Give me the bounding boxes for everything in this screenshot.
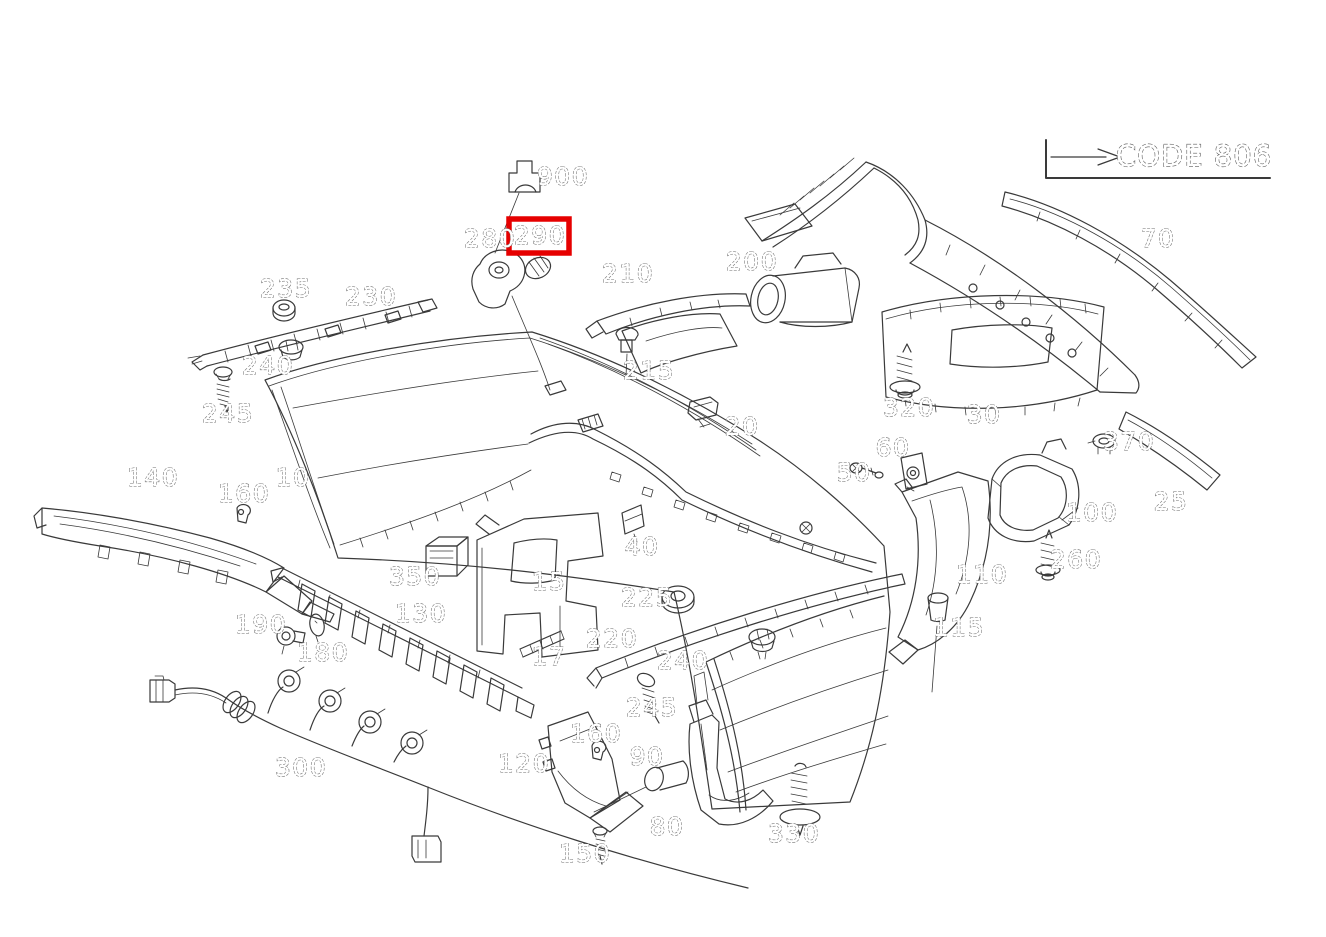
pin-115-drawing [927, 592, 949, 693]
highlight-box-290 [506, 216, 572, 256]
part-label-10[interactable]: 10 [275, 462, 311, 492]
part-label-320[interactable]: 320 [882, 392, 935, 422]
part-label-90[interactable]: 90 [629, 741, 665, 771]
part-label-70[interactable]: 70 [1140, 223, 1176, 253]
part-label-240-upper[interactable]: 240 [241, 350, 294, 380]
spoiler-wing-drawing [744, 157, 875, 248]
part-label-215[interactable]: 215 [622, 355, 675, 385]
part-label-60[interactable]: 60 [875, 432, 911, 462]
part-label-17[interactable]: 17 [531, 641, 567, 671]
bumper-cover-10-drawing [264, 331, 891, 813]
part-label-200[interactable]: 200 [725, 246, 778, 276]
part-label-225[interactable]: 225 [620, 582, 673, 612]
plug-180-drawing [309, 613, 325, 643]
part-label-330[interactable]: 330 [767, 818, 820, 848]
rail-220-drawing [586, 573, 906, 689]
plate-60-drawing [900, 452, 928, 492]
part-label-120[interactable]: 120 [497, 748, 550, 778]
part-label-350[interactable]: 350 [388, 561, 441, 591]
part-label-130[interactable]: 130 [394, 598, 447, 628]
clip-160-lower-drawing [591, 740, 607, 761]
part-label-240-lower[interactable]: 240 [656, 645, 709, 675]
trim-strip-25-drawing [1118, 411, 1221, 491]
part-label-300[interactable]: 300 [274, 752, 327, 782]
screw-245-upper-drawing [213, 366, 233, 413]
part-label-20[interactable]: 20 [724, 411, 760, 441]
bracket-140-drawing [33, 507, 335, 623]
part-label-290[interactable]: 290 [513, 220, 566, 250]
exhaust-tip-200-drawing [750, 252, 861, 328]
clip-240-upper-drawing [278, 339, 304, 361]
part-label-280[interactable]: 280 [463, 223, 516, 253]
plug-90-drawing [593, 760, 689, 813]
code-box [1045, 139, 1271, 179]
part-label-235[interactable]: 235 [259, 273, 312, 303]
part-label-220[interactable]: 220 [585, 623, 638, 653]
part-label-210[interactable]: 210 [601, 258, 654, 288]
screw-150-drawing [592, 826, 608, 865]
part-label-160-upper[interactable]: 160 [217, 478, 270, 508]
diffuser-30-drawing [881, 294, 1105, 417]
part-label-160-lower[interactable]: 160 [569, 718, 622, 748]
part-label-180[interactable]: 180 [296, 637, 349, 667]
part-label-15[interactable]: 15 [531, 566, 567, 596]
part-label-50[interactable]: 50 [836, 457, 872, 487]
part-label-260[interactable]: 260 [1049, 544, 1102, 574]
part-label-370[interactable]: 370 [1102, 426, 1155, 456]
screw-245-lower-drawing [636, 672, 660, 724]
clip-160-upper-drawing [236, 503, 251, 524]
screw-260-drawing [1035, 529, 1061, 581]
part-label-190[interactable]: 190 [234, 609, 287, 639]
washer-235-drawing [272, 299, 296, 322]
part-label-100[interactable]: 100 [1065, 497, 1118, 527]
part-label-245-lower[interactable]: 245 [625, 692, 678, 722]
part-label-110[interactable]: 110 [955, 559, 1008, 589]
bolt-50-drawing [849, 462, 884, 479]
bracket-120-drawing [538, 711, 644, 833]
part-label-40[interactable]: 40 [624, 531, 660, 561]
part-label-80[interactable]: 80 [649, 811, 685, 841]
module-350-drawing [425, 536, 469, 577]
exhaust-tip-100-drawing [987, 438, 1080, 543]
fastener-370-drawing [1087, 433, 1116, 455]
pin-215-drawing [615, 326, 639, 377]
bracket-15-drawing [475, 512, 604, 658]
part-label-900[interactable]: 900 [536, 161, 589, 191]
part-label-245-upper[interactable]: 245 [201, 398, 254, 428]
moulding-230-drawing [187, 298, 438, 371]
clip-20-drawing [687, 396, 719, 428]
rivet-330-drawing [779, 762, 821, 836]
screw-320-drawing [889, 343, 921, 399]
bracket-80-drawing [688, 671, 774, 826]
part-label-140[interactable]: 140 [126, 462, 179, 492]
code-806-label: CODE 806 [1116, 139, 1272, 173]
part-label-230[interactable]: 230 [344, 281, 397, 311]
clip-40-drawing [621, 504, 645, 543]
part-label-150[interactable]: 150 [558, 838, 611, 868]
part-label-25[interactable]: 25 [1153, 486, 1189, 516]
trim-strip-70-drawing [1001, 191, 1257, 369]
grommet-190-drawing [276, 626, 306, 655]
bracket-110-drawing [888, 471, 991, 665]
clip-240-lower-drawing [748, 628, 776, 660]
strip-17-drawing [519, 630, 565, 658]
harness-300-drawing [149, 666, 749, 889]
part-callouts: 900 280 290 235 230 240 245 210 215 200 … [126, 161, 1189, 868]
part-label-30[interactable]: 30 [966, 399, 1002, 429]
part-label-115[interactable]: 115 [932, 612, 985, 642]
washer-225-drawing [661, 585, 695, 614]
spoiler-band-drawing [865, 161, 1140, 394]
bracket-210-drawing [585, 293, 751, 374]
